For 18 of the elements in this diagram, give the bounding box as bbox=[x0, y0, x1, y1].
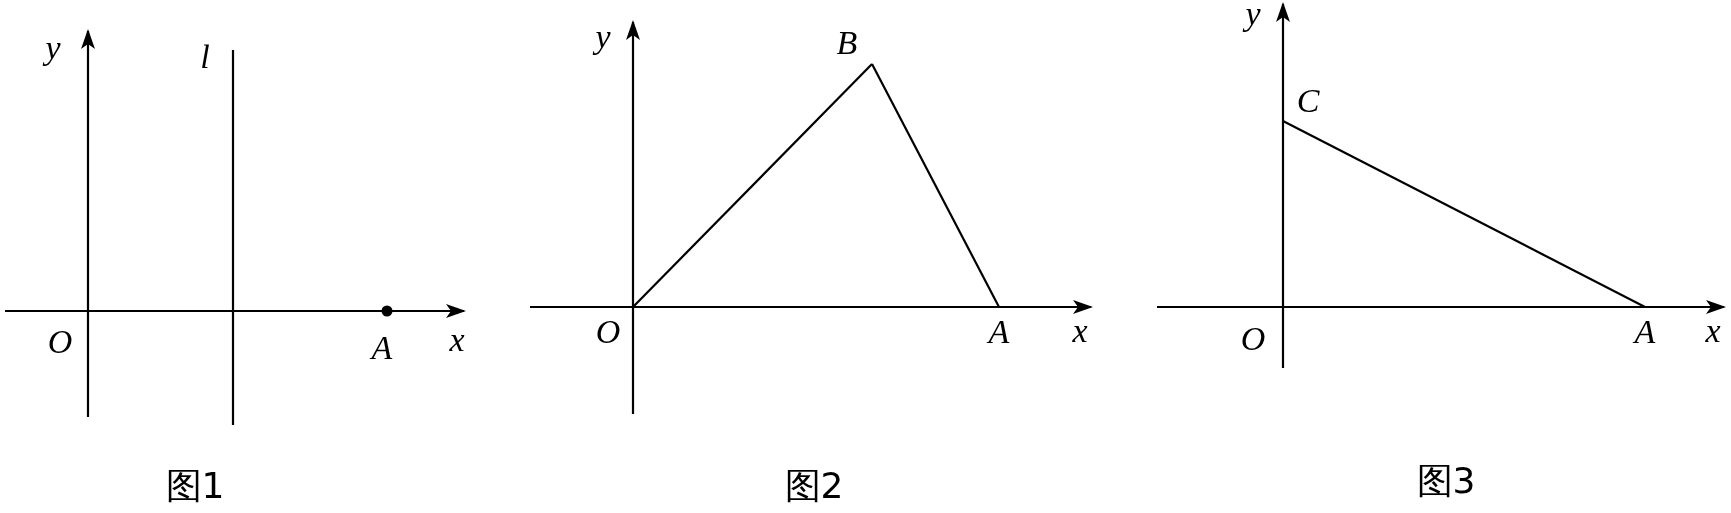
figure-caption: 图1 bbox=[165, 468, 225, 504]
axis-label: x bbox=[1072, 314, 1088, 348]
axis-label: x bbox=[449, 323, 465, 357]
point-label: A bbox=[1634, 315, 1656, 349]
axis-label: x bbox=[1705, 314, 1721, 348]
origin-label: O bbox=[47, 325, 73, 359]
point-label: C bbox=[1296, 83, 1320, 118]
figure-caption: 图3 bbox=[1416, 463, 1476, 499]
point-label: O bbox=[595, 315, 621, 349]
line-segment bbox=[632, 63, 873, 308]
point-label: A bbox=[371, 331, 393, 365]
point-label: B bbox=[836, 26, 858, 60]
line-label: l bbox=[200, 40, 210, 74]
line-segment bbox=[1282, 120, 1646, 308]
figure-caption: 图2 bbox=[784, 468, 844, 504]
origin-label: O bbox=[1240, 322, 1266, 356]
point-label: A bbox=[988, 315, 1010, 349]
line-segment bbox=[871, 63, 1000, 308]
